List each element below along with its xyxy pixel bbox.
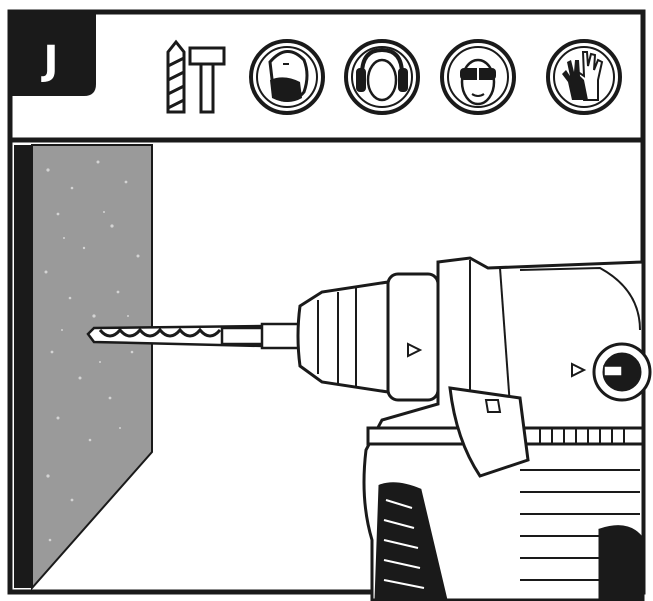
concrete-wall xyxy=(31,144,153,591)
drill-hammer-mode-icon xyxy=(166,39,226,114)
gloves-icon xyxy=(546,39,622,115)
wall-speckle-texture xyxy=(44,160,140,542)
dust-mask-icon xyxy=(249,39,325,115)
rotary-hammer-drill xyxy=(296,256,652,601)
drill-bit xyxy=(86,322,304,350)
step-label: J xyxy=(43,38,59,84)
step-badge xyxy=(12,14,96,96)
wall-edge xyxy=(14,145,32,588)
ear-protection-icon xyxy=(344,39,420,115)
safety-goggles-icon xyxy=(440,39,516,115)
